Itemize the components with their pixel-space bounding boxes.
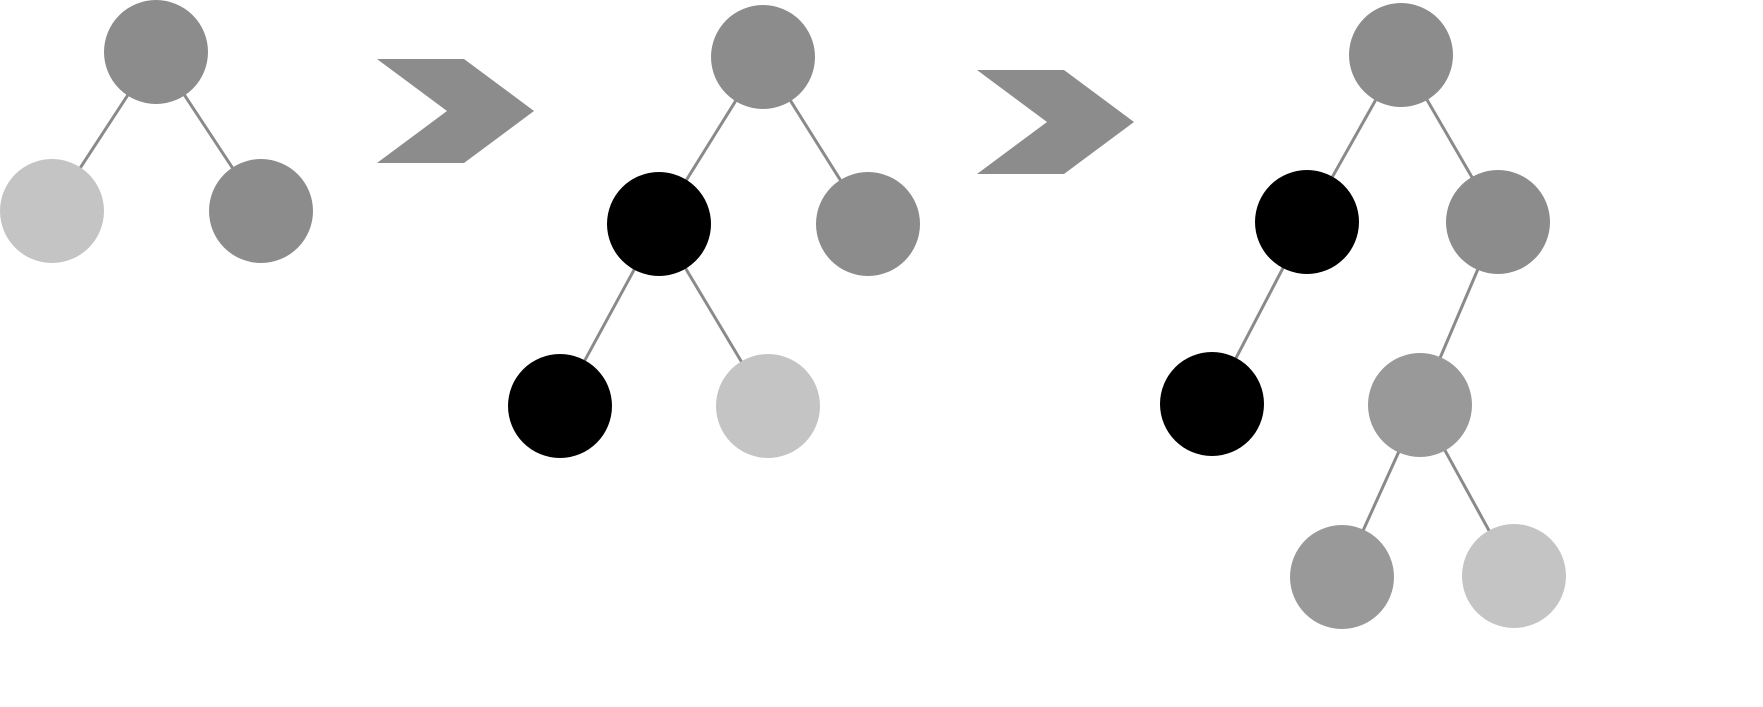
tree-3-edge-right-left-right-left-right bbox=[1442, 448, 1492, 533]
tree-2-edge-left-left-left bbox=[582, 267, 637, 363]
tree-1-node-right bbox=[209, 159, 313, 263]
trees-layer bbox=[0, 0, 1566, 629]
tree-3-edge-right-right-left bbox=[1438, 267, 1480, 360]
tree-1-node-left bbox=[0, 159, 104, 263]
tree-2-node-left bbox=[607, 172, 711, 276]
tree-2-node-left-left bbox=[508, 354, 612, 458]
tree-3-node-right bbox=[1446, 170, 1550, 274]
tree-3-node-right-left bbox=[1368, 353, 1472, 457]
tree-2-node-root bbox=[711, 5, 815, 109]
arrow-1-chevron bbox=[377, 59, 534, 163]
tree-3-edge-right-left-right-left-left bbox=[1361, 449, 1401, 533]
tree-1-node-root bbox=[104, 0, 208, 104]
tree-1-edge-root-right bbox=[182, 92, 235, 171]
arrow-2-chevron bbox=[977, 70, 1134, 174]
tree-3-node-root bbox=[1349, 3, 1453, 107]
tree-3-node-right-left-right bbox=[1462, 524, 1566, 628]
tree-2 bbox=[508, 5, 920, 458]
tree-1-edge-root-left bbox=[78, 93, 130, 170]
tree-3-edge-left-left-left bbox=[1233, 265, 1286, 361]
tree-3-edge-root-right bbox=[1424, 97, 1475, 180]
tree-3 bbox=[1160, 3, 1566, 629]
tree-3-node-right-left-left bbox=[1290, 525, 1394, 629]
tree-3-node-left-left bbox=[1160, 352, 1264, 456]
tree-2-edge-root-right bbox=[788, 98, 843, 183]
tree-2-edge-root-left bbox=[684, 98, 738, 183]
tree-2-node-right bbox=[816, 172, 920, 276]
tree-3-node-left bbox=[1255, 170, 1359, 274]
tree-2-node-left-right bbox=[716, 354, 820, 458]
tree-1 bbox=[0, 0, 313, 263]
arrows-layer bbox=[377, 59, 1134, 174]
tree-2-edge-left-left-right bbox=[683, 266, 744, 364]
tree-3-edge-root-left bbox=[1330, 97, 1378, 180]
